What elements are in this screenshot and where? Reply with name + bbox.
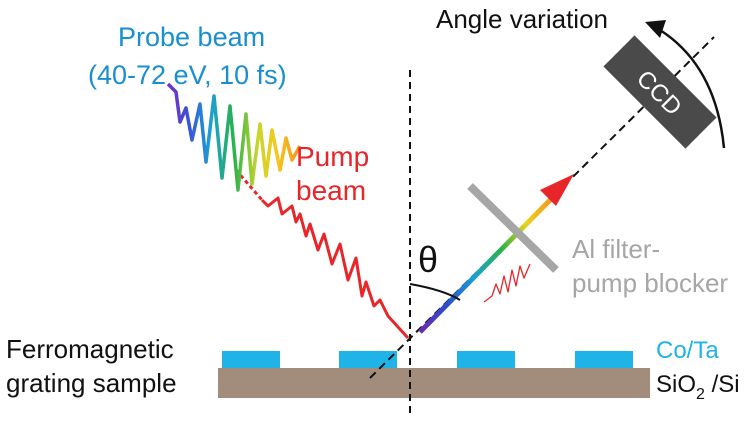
substrate-label: SiO2 /Si [656, 371, 740, 403]
probe-beam-spec-label: (40-72 eV, 10 fs) [88, 60, 287, 90]
blocked-pump-wave [483, 263, 531, 303]
reflected-beam-colored [418, 188, 562, 334]
grating-pad-1 [222, 351, 280, 368]
angle-variation-label: Angle variation [436, 4, 608, 34]
pump-beam-label: beam [296, 175, 366, 206]
pump-beam-wave [260, 196, 410, 340]
grating-sample-label: grating sample [6, 368, 177, 398]
probe-beam-label: Probe beam [118, 22, 265, 52]
al-filter-plate [467, 183, 559, 273]
angle-variation-arrow [659, 28, 726, 149]
grating-pad-2 [339, 351, 397, 368]
reflected-beam-arrowhead [540, 174, 574, 206]
theta-label: θ [418, 239, 438, 280]
theta-arc [409, 283, 461, 301]
substrate-subscript: 2 [696, 386, 705, 403]
co-ta-label: Co/Ta [656, 337, 719, 364]
grating-pad-3 [457, 351, 515, 368]
al-filter-label: Al filter- [572, 234, 660, 264]
ccd-detector [603, 35, 717, 149]
pump-label: Pump [296, 141, 369, 172]
grating-pad-4 [575, 351, 633, 368]
ferromagnetic-label: Ferromagnetic [6, 334, 174, 364]
substrate-layer [218, 368, 650, 398]
angle-variation-arrowhead [645, 20, 666, 38]
substrate-tail: /Si [705, 371, 740, 398]
substrate-main: SiO [656, 371, 696, 398]
pump-blocker-label: pump blocker [572, 268, 728, 298]
probe-beam-wave [166, 82, 302, 192]
